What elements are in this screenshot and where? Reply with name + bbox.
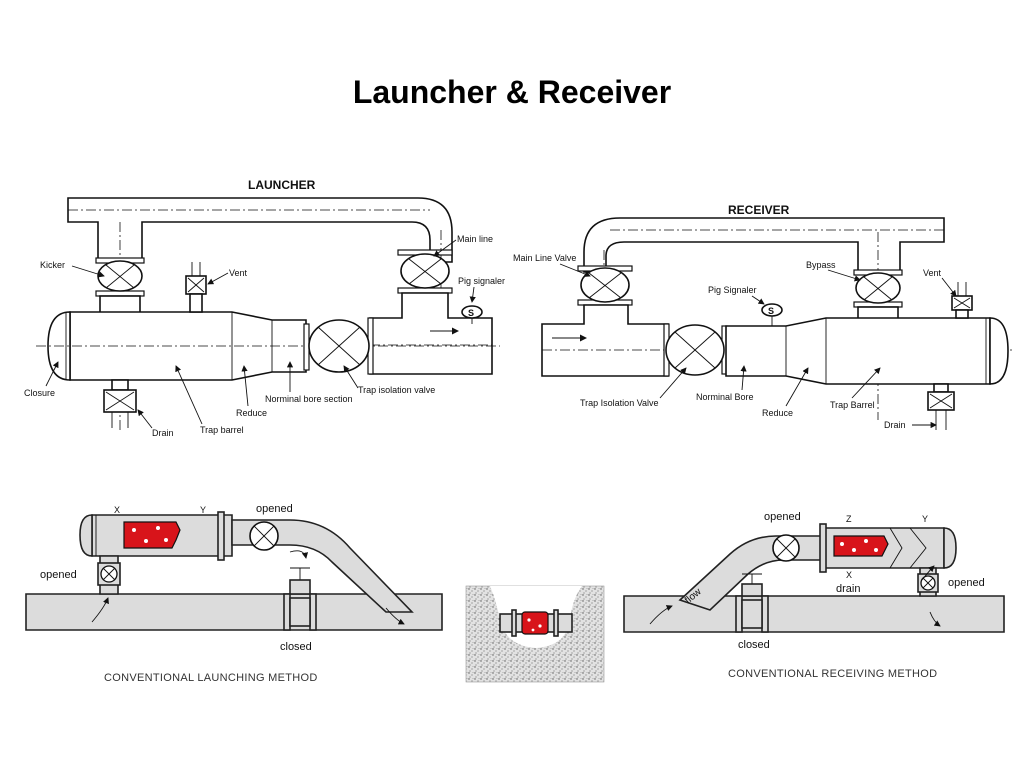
receive-inlet-valve: [772, 534, 800, 562]
launcher-vent-valve: [185, 262, 207, 313]
launch-outlet-valve: [249, 521, 279, 551]
launcher-heading: LAUNCHER: [248, 178, 316, 192]
label-kicker: Kicker: [40, 260, 65, 270]
receive-mark-b: Y: [922, 514, 928, 524]
label-receiver-drain: Drain: [884, 420, 906, 430]
receiver-trap-barrel: [725, 317, 991, 385]
receive-label-opened-side: opened: [948, 577, 985, 589]
launching-caption: CONVENTIONAL LAUNCHING METHOD: [104, 672, 318, 684]
launch-main-valve-closed: [283, 567, 317, 631]
receiving-method-diagram: opened opened drain closed flow Z Y X CO…: [623, 511, 1005, 680]
receiver-main-line-valve: [577, 265, 633, 306]
label-trap-isolation: Trap isolation valve: [358, 385, 435, 395]
launch-pig: [123, 521, 181, 549]
launch-mark-b: Y: [200, 505, 206, 515]
launch-kicker-valve: [97, 562, 121, 586]
kicker-valve: [95, 257, 145, 297]
receiver-bypass-valve: [853, 269, 903, 320]
label-bypass: Bypass: [806, 260, 836, 270]
label-receiver-trap-isolation: Trap Isolation Valve: [580, 398, 659, 408]
label-vent: Vent: [229, 268, 248, 278]
label-receiver-vent: Vent: [923, 268, 942, 278]
launch-mark-a: X: [114, 505, 120, 515]
label-receiver-pig-signaler: Pig Signaler: [708, 285, 757, 295]
receive-main-valve-closed: [735, 573, 769, 633]
launcher-signaler-symbol: S: [468, 308, 474, 318]
receiver-diagram: RECEIVER: [513, 203, 1012, 430]
receive-label-drain: drain: [836, 583, 860, 595]
receiving-caption: CONVENTIONAL RECEIVING METHOD: [728, 668, 937, 680]
launching-method-diagram: X Y opened opened closed CONVENTIONAL LA…: [25, 503, 443, 684]
label-pig-signaler: Pig signaler: [458, 276, 505, 286]
receiver-inlet-pipe: [541, 304, 669, 377]
label-drain: Drain: [152, 428, 174, 438]
receiver-pig-signaler: S: [761, 303, 783, 326]
receiver-signaler-symbol: S: [768, 306, 774, 316]
label-closure: Closure: [24, 388, 55, 398]
launcher-trap-isolation-valve: [303, 317, 374, 375]
receive-mark-a: Z: [846, 514, 852, 524]
slide-title: Launcher & Receiver: [352, 74, 672, 110]
receive-mark-c: X: [846, 570, 852, 580]
label-receiver-trap-barrel: Trap Barrel: [830, 400, 875, 410]
receiver-trap-isolation-valve: [663, 323, 728, 377]
receiver-vent-valve: [951, 282, 973, 319]
launcher-drain-valve: [103, 379, 137, 428]
trench-pig: [521, 611, 549, 635]
launcher-main-line-valve: [397, 249, 453, 294]
receive-label-closed: closed: [738, 639, 770, 651]
label-reduce: Reduce: [236, 408, 267, 418]
label-receiver-nominal-bore: Norminal Bore: [696, 392, 754, 402]
receiver-drain-valve: [927, 383, 955, 430]
receive-drain-valve: [917, 573, 939, 593]
launch-label-opened-top: opened: [256, 503, 293, 515]
label-receiver-reduce: Reduce: [762, 408, 793, 418]
receiver-heading: RECEIVER: [728, 203, 790, 217]
label-nominal-bore: Norminal bore section: [265, 394, 353, 404]
launcher-outlet-pipe: [369, 292, 493, 375]
pig-in-pipe-trench: [465, 585, 605, 683]
receiver-overhead-pipe: [583, 217, 945, 273]
launcher-pig-signaler: S: [461, 305, 483, 324]
receiver-closure: [989, 317, 1009, 385]
label-main-line-valve: Main Line Valve: [513, 253, 576, 263]
label-trap-barrel: Trap barrel: [200, 425, 244, 435]
launcher-overhead-pipe: [67, 197, 453, 263]
label-main-line: Main line: [457, 234, 493, 244]
receive-main-line: [623, 595, 1005, 633]
launch-label-closed: closed: [280, 641, 312, 653]
receive-pig: [833, 535, 889, 557]
launcher-diagram: LAUNCHER: [24, 178, 505, 438]
launch-label-opened-side: opened: [40, 569, 77, 581]
receive-label-opened-top: opened: [764, 511, 801, 523]
